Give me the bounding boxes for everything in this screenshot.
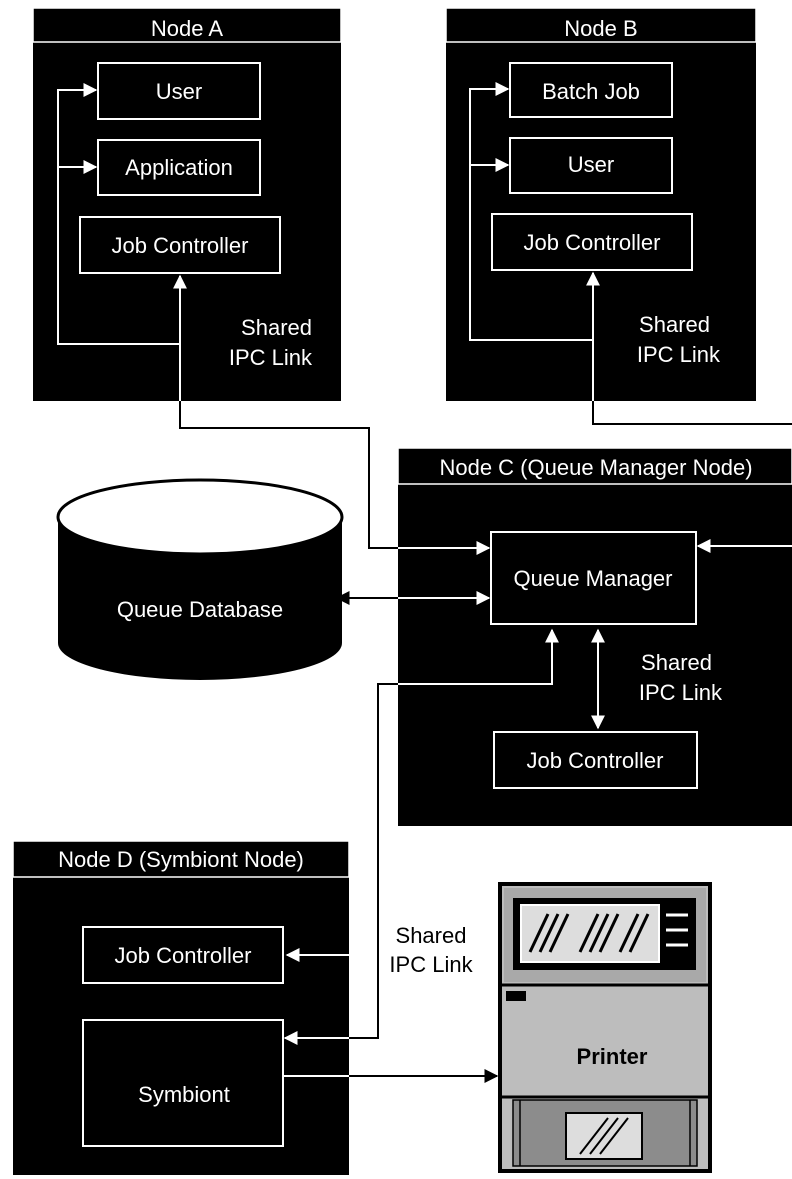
node-a-job-controller-label: Job Controller <box>112 233 249 258</box>
node-b-job-controller-box <box>491 213 693 271</box>
node-c-header <box>397 447 792 485</box>
printer-paper-hatch <box>579 1117 629 1155</box>
node-d-job-controller-label: Job Controller <box>115 943 252 968</box>
node-a-header <box>32 7 342 43</box>
external-link-label-1: Shared <box>396 923 467 948</box>
node-b-user-label: User <box>568 152 614 177</box>
node-a-user-label: User <box>156 79 202 104</box>
a-qm-wire-2 <box>179 401 398 549</box>
node-b: Node B Batch Job User Job Controller Sha… <box>445 7 757 401</box>
printer-display-hatch <box>528 913 650 953</box>
node-c-job-controller-box <box>493 731 698 789</box>
node-b-job-controller-label: Job Controller <box>524 230 661 255</box>
symbiont-label: Symbiont <box>138 1082 230 1107</box>
node-b-link-label-2: IPC Link <box>637 342 721 367</box>
node-c-link-label-1: Shared <box>641 650 712 675</box>
node-c-title: Node C (Queue Manager Node) <box>439 455 752 480</box>
node-d-job-controller-box <box>82 926 284 984</box>
node-b-user-box <box>509 137 673 194</box>
node-a-user-link <box>57 83 180 345</box>
node-b-title: Node B <box>564 16 637 41</box>
node-b-body <box>446 42 756 401</box>
node-d-header <box>12 840 350 878</box>
node-c-link-label-2: IPC Link <box>639 680 723 705</box>
queue-manager-box <box>490 531 697 625</box>
node-a-link-label-2: IPC Link <box>229 345 313 370</box>
node-d-title: Node D (Symbiont Node) <box>58 847 304 872</box>
queue-manager-label: Queue Manager <box>514 566 673 591</box>
b-qm-wire-2 <box>592 401 792 425</box>
printer-vent-lines <box>666 913 688 947</box>
node-a-title: Node A <box>151 16 223 41</box>
node-a-link-label-1: Shared <box>241 315 312 340</box>
node-d-body <box>13 877 349 1175</box>
node-c-job-controller-label: Job Controller <box>527 748 664 773</box>
printer: Printer <box>498 882 712 1173</box>
database-label: Queue Database <box>117 597 283 622</box>
node-a-job-controller-box <box>79 216 281 274</box>
node-a-application-box <box>97 139 261 196</box>
node-b-batch-job-label: Batch Job <box>542 79 640 104</box>
node-d: Node D (Symbiont Node) Job Controller Sy… <box>12 840 350 1175</box>
printer-indicator-light <box>506 991 526 1001</box>
printer-paper-slot <box>565 1112 643 1160</box>
node-b-batch-job-box <box>509 62 673 118</box>
node-a-user-box <box>97 62 261 120</box>
node-a: Node A User Application Job Controller S… <box>32 7 342 401</box>
node-a-body <box>33 42 341 401</box>
node-b-header <box>445 7 757 43</box>
database-body <box>58 517 342 680</box>
queue-database: Queue Database <box>56 478 344 680</box>
d-qm-wire-1 <box>398 628 559 685</box>
node-a-application-label: Application <box>125 155 233 180</box>
database-top <box>56 478 344 556</box>
node-c-body <box>398 484 792 826</box>
d-qm-wire-2 <box>349 683 398 1039</box>
node-c: Node C (Queue Manager Node) Queue Manage… <box>397 447 792 826</box>
external-link-label-2: IPC Link <box>389 952 473 977</box>
symbiont-box <box>82 1019 284 1147</box>
node-b-batch-link <box>469 82 593 341</box>
node-b-link-label-1: Shared <box>639 312 710 337</box>
printer-label: Printer <box>577 1044 648 1069</box>
